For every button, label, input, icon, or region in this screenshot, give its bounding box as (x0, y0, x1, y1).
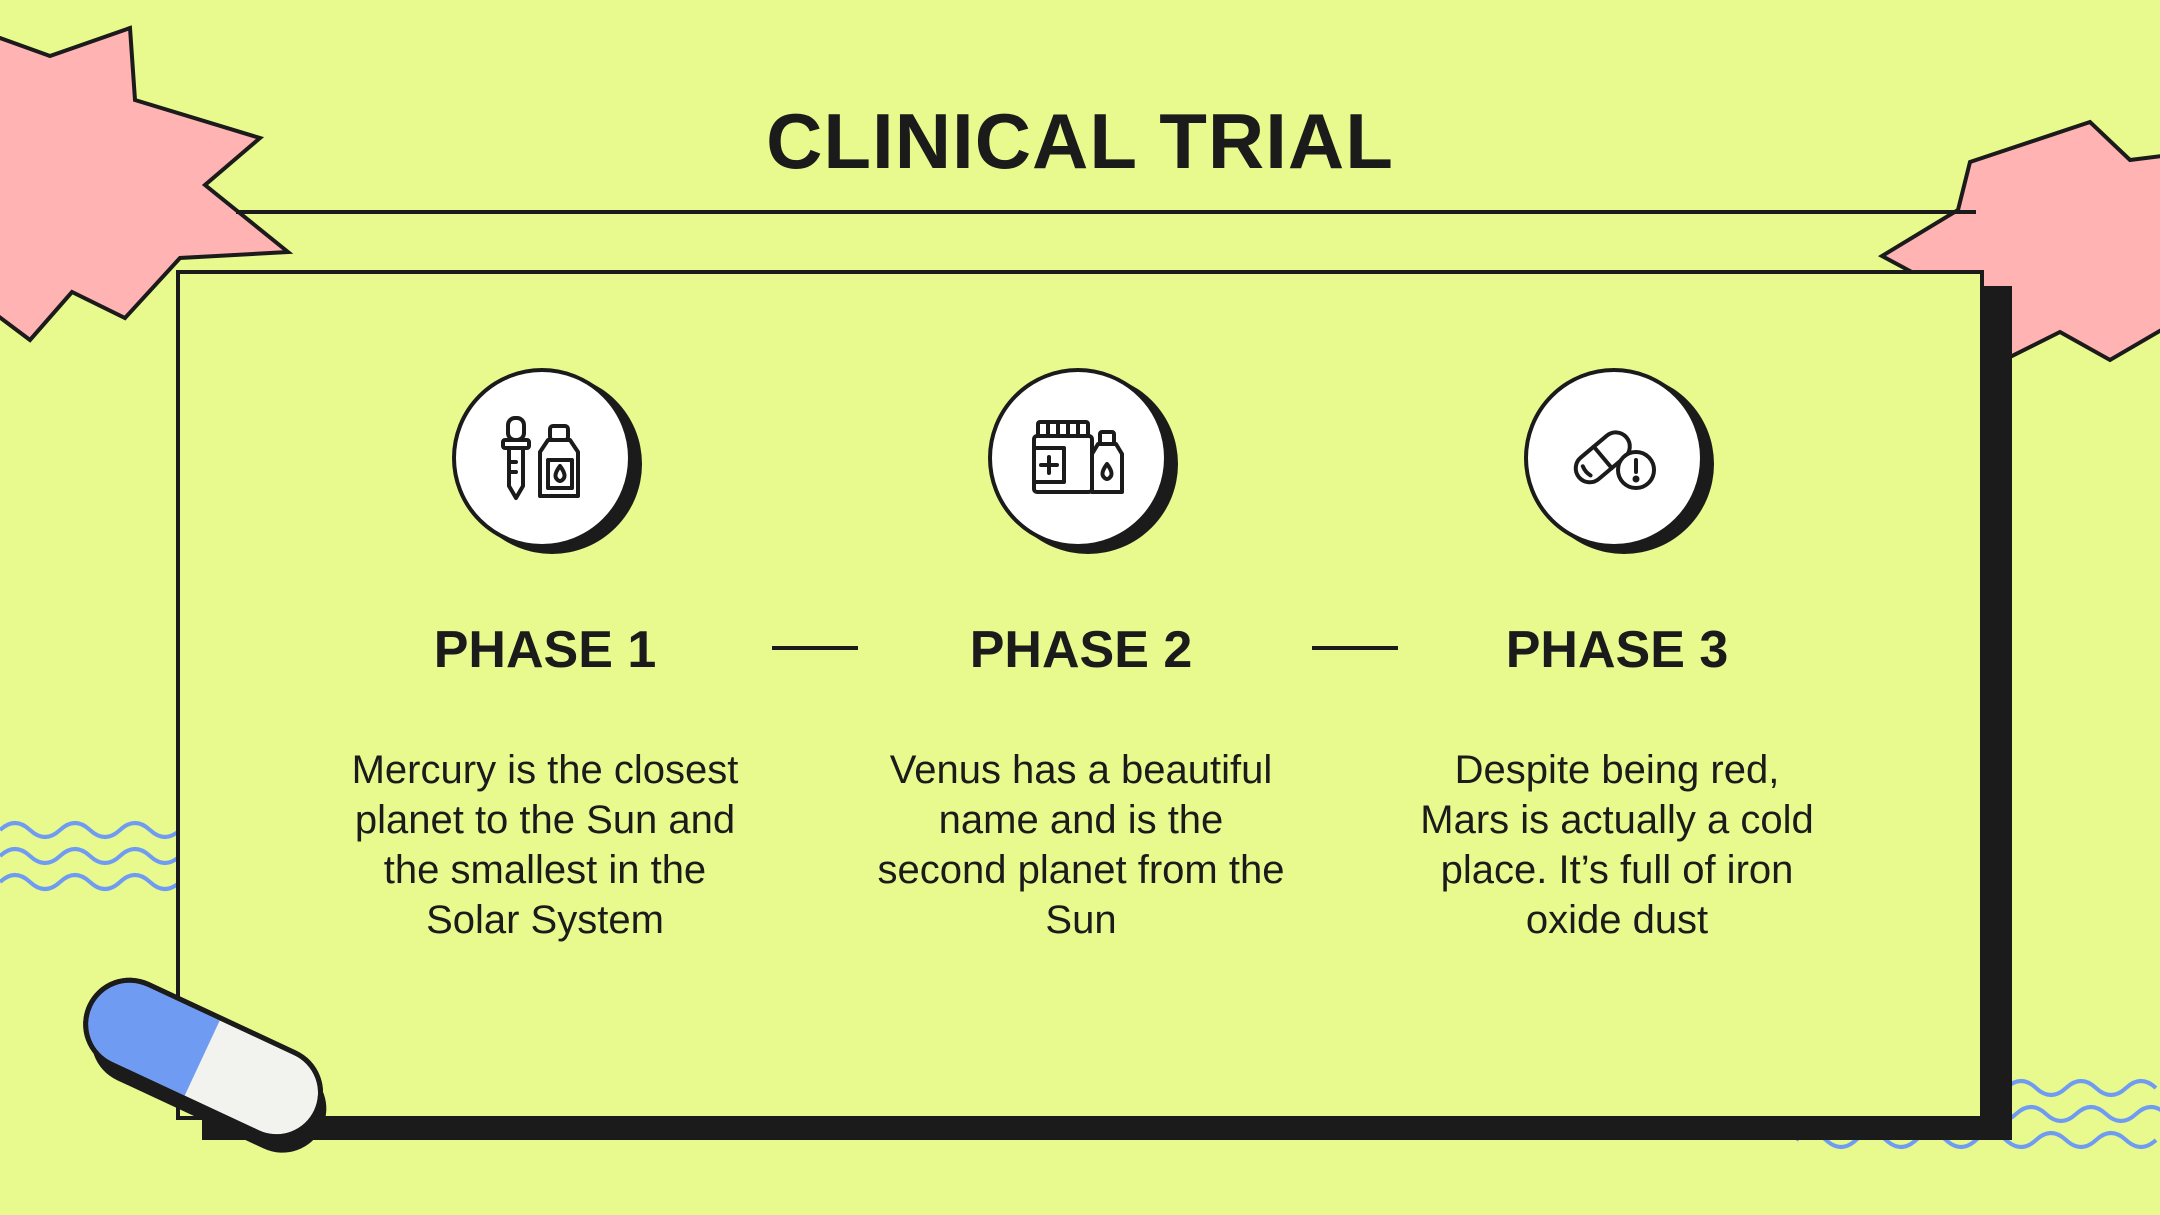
slide-title: CLINICAL TRIAL (766, 97, 1394, 185)
phase-3-icon-badge (1524, 368, 1714, 554)
phase-2-title: PHASE 2 (969, 621, 1193, 679)
phase-1-title: PHASE 1 (433, 621, 657, 679)
capsule-decoration (83, 977, 327, 1153)
dropper-bottle-icon (501, 416, 580, 500)
phase-1-description: Mercury is the closest planet to the Sun… (351, 748, 739, 942)
header-divider (236, 210, 1976, 214)
starburst-right-decoration (1877, 119, 2160, 370)
phase-2-description: Venus has a beautiful name and is the se… (877, 748, 1285, 942)
connector-2-3 (1312, 646, 1398, 650)
medicine-jar-bottle-icon (1032, 420, 1124, 494)
phase-1-icon-badge (452, 368, 642, 554)
wave-left-decoration (0, 821, 180, 891)
starburst-left-decoration (0, 25, 294, 343)
phase-2-icon-badge (988, 368, 1178, 554)
phase-3-title: PHASE 3 (1505, 621, 1729, 679)
phase-3-description: Despite being red, Mars is actually a co… (1420, 748, 1814, 942)
connector-1-2 (772, 646, 858, 650)
pill-warning-icon (1573, 430, 1656, 490)
